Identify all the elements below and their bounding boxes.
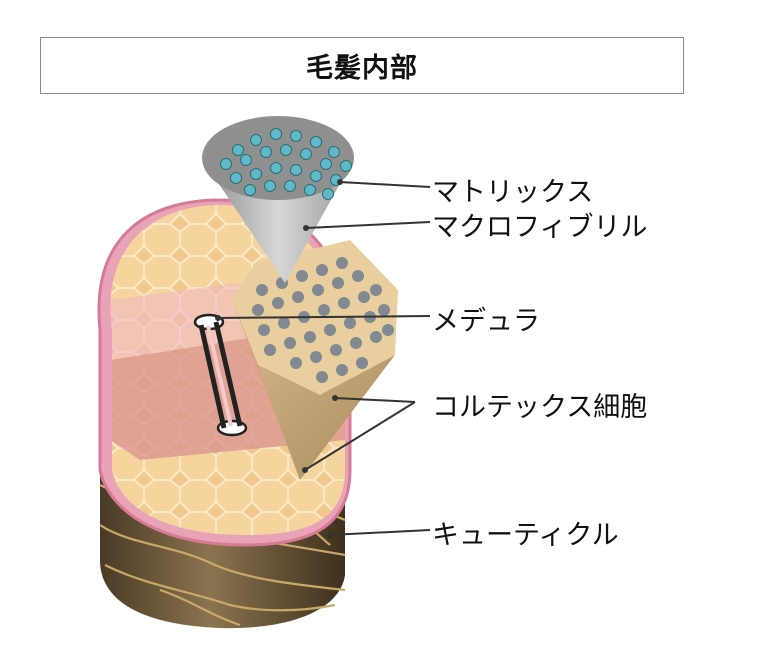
label-macrofibril: マクロフィブリル [432, 212, 648, 243]
diagram-title: 毛髪内部 [306, 53, 418, 84]
leader-macrofibril [305, 221, 431, 229]
leader-matrix [339, 181, 431, 188]
medulla-core [193, 313, 248, 437]
title-box: 毛髪内部 [40, 37, 684, 94]
leader-medulla [217, 315, 431, 319]
label-cortex-cell: コルテックス細胞 [432, 392, 648, 423]
label-matrix: マトリックス [432, 177, 594, 208]
leader-cortex-b [304, 401, 416, 471]
leader-cortex-a [334, 397, 416, 403]
leader-cuticle [329, 529, 431, 536]
leader-lines [217, 181, 431, 536]
label-medulla: メデュラ [432, 306, 540, 337]
macrofibril-cone [202, 116, 354, 283]
label-cuticle: キューティクル [432, 520, 619, 551]
